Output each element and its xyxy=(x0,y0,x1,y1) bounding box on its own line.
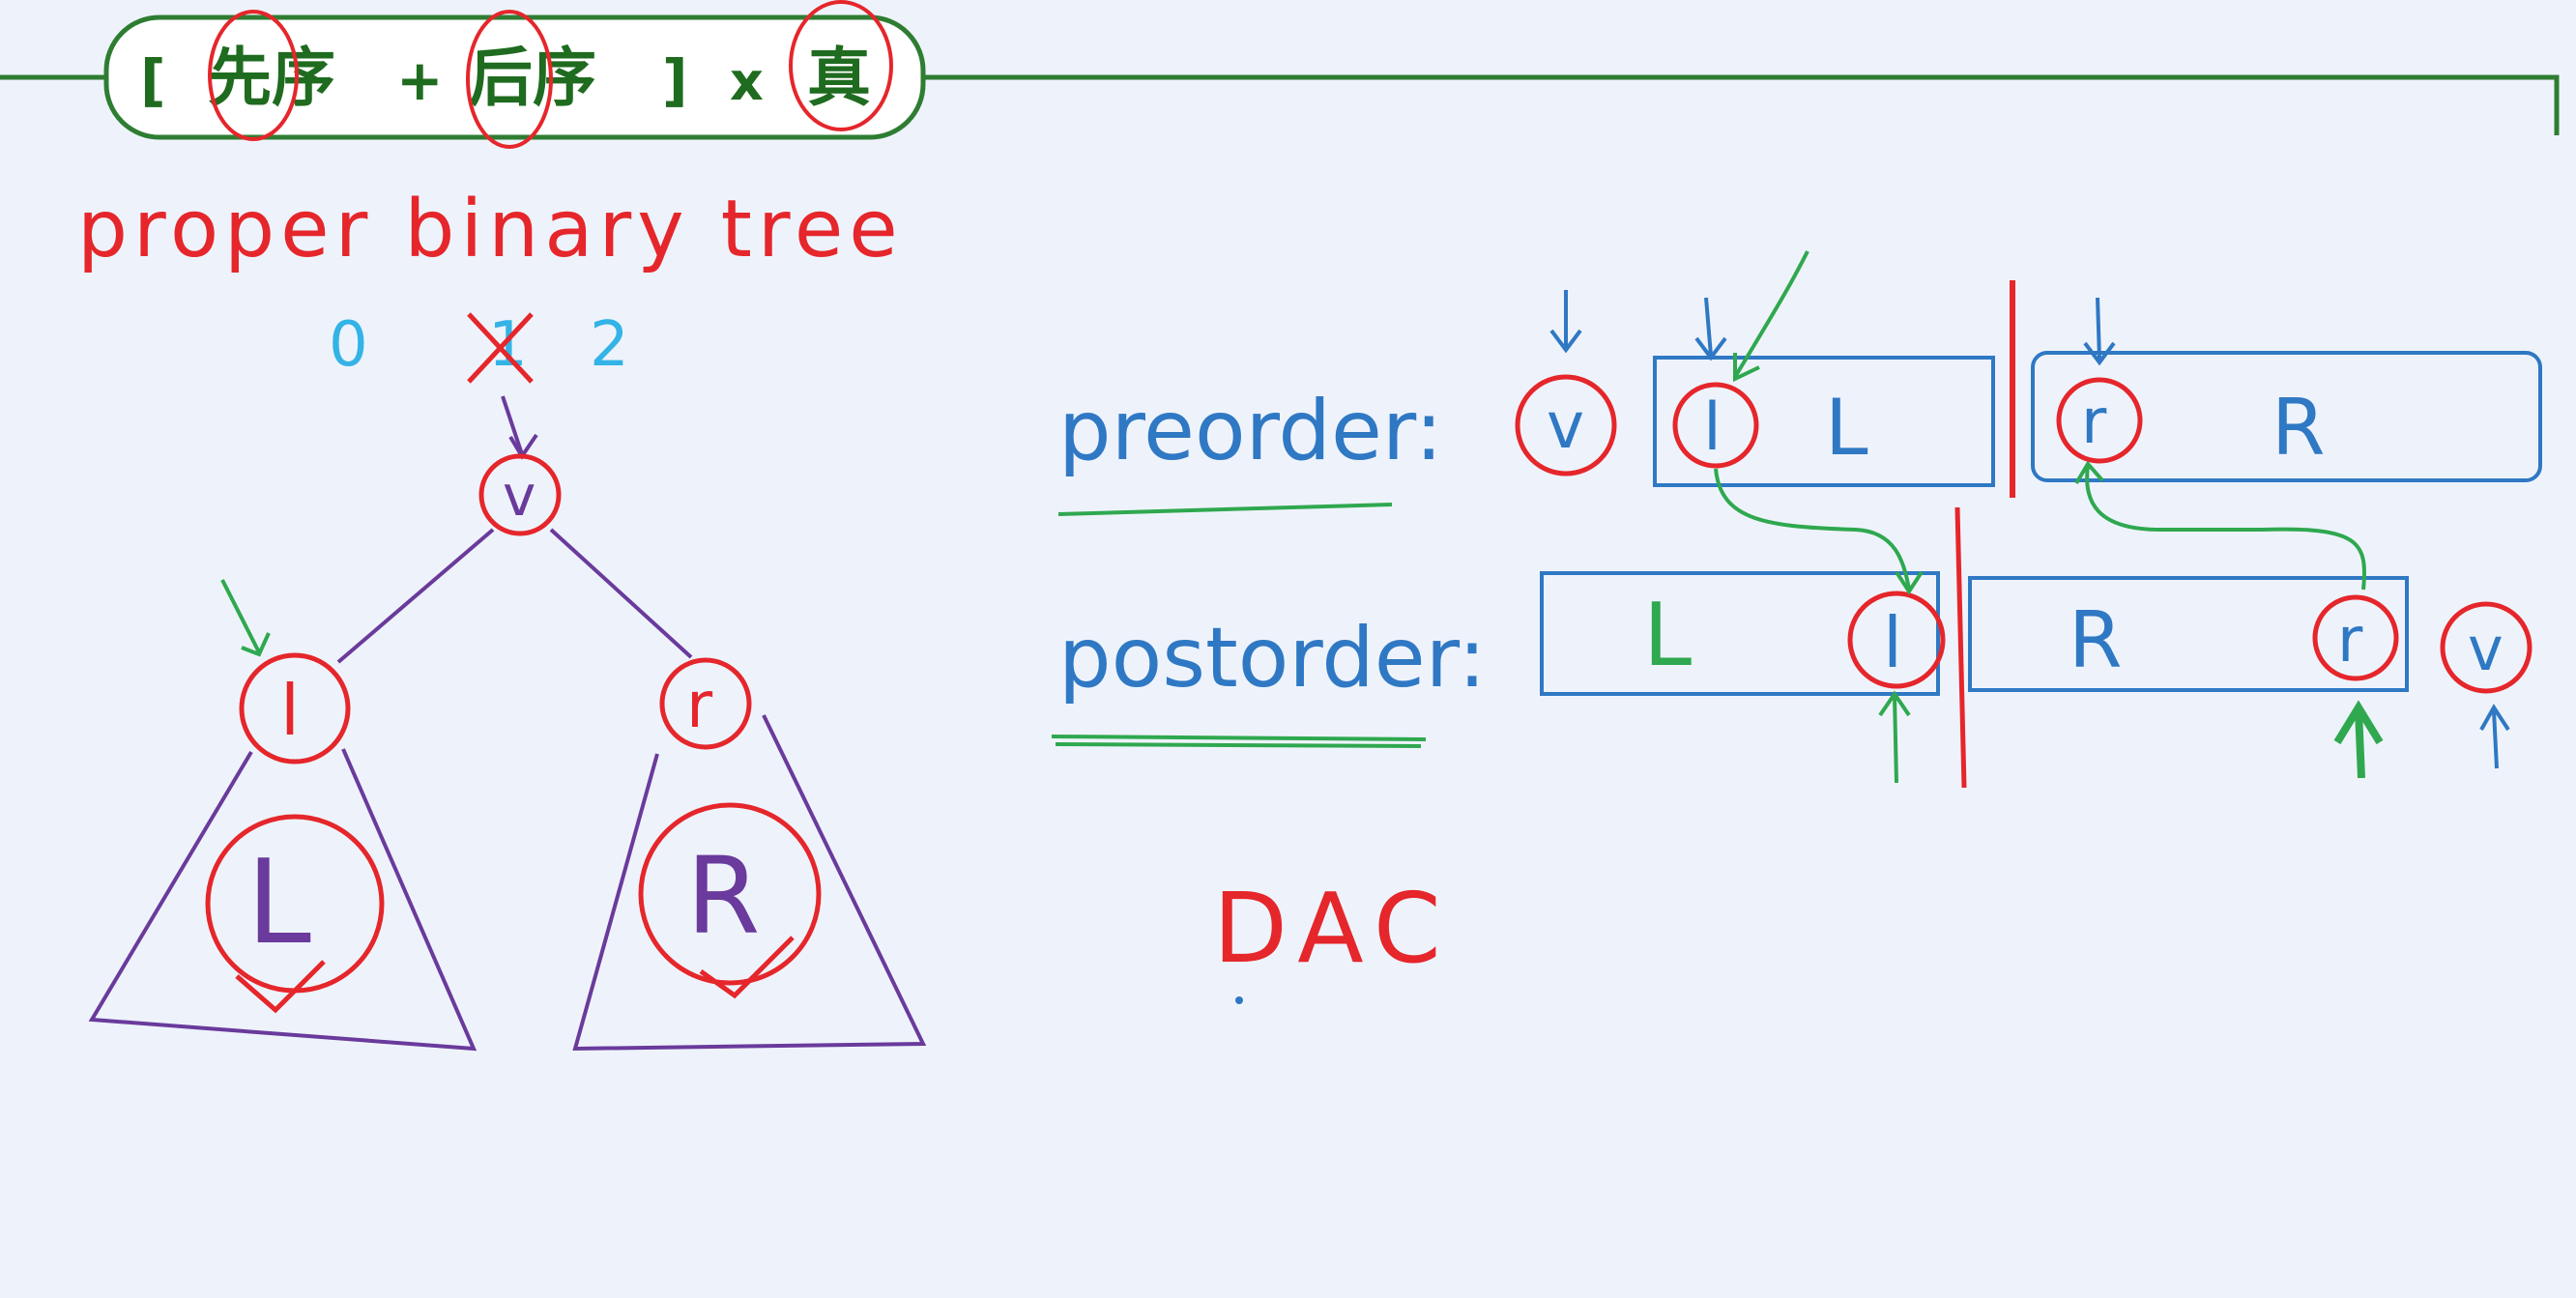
tree-node-r-label: r xyxy=(686,668,713,742)
postorder-l-circle xyxy=(1847,591,1946,689)
preorder-R: R xyxy=(2272,383,2326,473)
title-oval-post xyxy=(466,10,553,149)
postorder-R: R xyxy=(2069,595,2123,685)
postorder-underline xyxy=(1051,735,1427,748)
title-preorder: 先序 xyxy=(208,41,335,115)
left-subtree-check xyxy=(235,960,326,1014)
postorder-v: v xyxy=(2468,614,2504,684)
l-connector xyxy=(1714,468,1924,595)
title-postorder: 后序 xyxy=(469,41,596,115)
title-times: x xyxy=(730,51,764,112)
tree-node-l xyxy=(239,652,351,764)
proper-binary-tree-heading: proper binary tree xyxy=(77,184,904,275)
postorder-red-divider xyxy=(1954,506,1967,789)
preorder-r: r xyxy=(2081,387,2107,458)
title-true: 真 xyxy=(807,41,871,115)
postorder-v-up-arrow xyxy=(2479,704,2510,769)
degree-one-cross xyxy=(467,312,534,384)
postorder-l-up-arrow xyxy=(1878,690,1911,784)
postorder-L: L xyxy=(1643,585,1692,686)
right-subtree-check xyxy=(699,936,795,999)
tree-node-v xyxy=(478,453,562,536)
preorder-green-arrow xyxy=(1733,250,1809,383)
board-frame xyxy=(0,74,2560,135)
postorder-r: r xyxy=(2337,605,2363,677)
title-banner: [ 先序 + 后序 ] x 真 xyxy=(103,0,926,149)
preorder-l-circle xyxy=(1672,382,1759,469)
tree-l-arrow xyxy=(220,579,271,657)
preorder-l: l xyxy=(1703,389,1722,466)
tree-structure xyxy=(88,395,927,1052)
postorder-r-up-arrow xyxy=(2333,700,2384,779)
postorder-v-circle xyxy=(2440,601,2533,694)
preorder-v: v xyxy=(1547,389,1584,463)
degree-zero: 0 xyxy=(329,309,368,381)
left-subtree-label: L xyxy=(246,836,311,970)
degree-two: 2 xyxy=(590,309,629,381)
title-close-bracket: ] xyxy=(662,47,688,113)
preorder-label: preorder: xyxy=(1058,383,1443,479)
title-oval-pre xyxy=(208,10,299,141)
postorder-label: postorder: xyxy=(1058,610,1487,707)
dac-dot xyxy=(1235,996,1243,1004)
tree-node-v-label: v xyxy=(503,463,535,529)
postorder-right-box xyxy=(1968,576,2409,692)
preorder-right-box xyxy=(2031,351,2542,482)
preorder-left-box xyxy=(1653,356,1995,487)
title-oval-true xyxy=(789,0,893,131)
tree-node-l-label: l xyxy=(280,670,300,751)
preorder-underline xyxy=(1057,503,1393,516)
r-connector xyxy=(2074,460,2366,591)
right-subtree-label: R xyxy=(686,834,760,958)
title-open-bracket: [ xyxy=(140,47,166,113)
right-subtree-circle xyxy=(638,802,822,986)
postorder-l: l xyxy=(1883,602,1902,683)
preorder-r-circle xyxy=(2056,377,2143,464)
postorder-left-box xyxy=(1540,571,1940,696)
dac-label: DAC xyxy=(1213,872,1453,985)
preorder-L: L xyxy=(1825,383,1868,473)
postorder-r-circle xyxy=(2312,594,2399,681)
preorder-pointer-arrows xyxy=(1549,290,2116,366)
preorder-v-circle xyxy=(1515,374,1617,476)
tree-node-r xyxy=(659,657,752,750)
title-plus: + xyxy=(396,47,444,113)
